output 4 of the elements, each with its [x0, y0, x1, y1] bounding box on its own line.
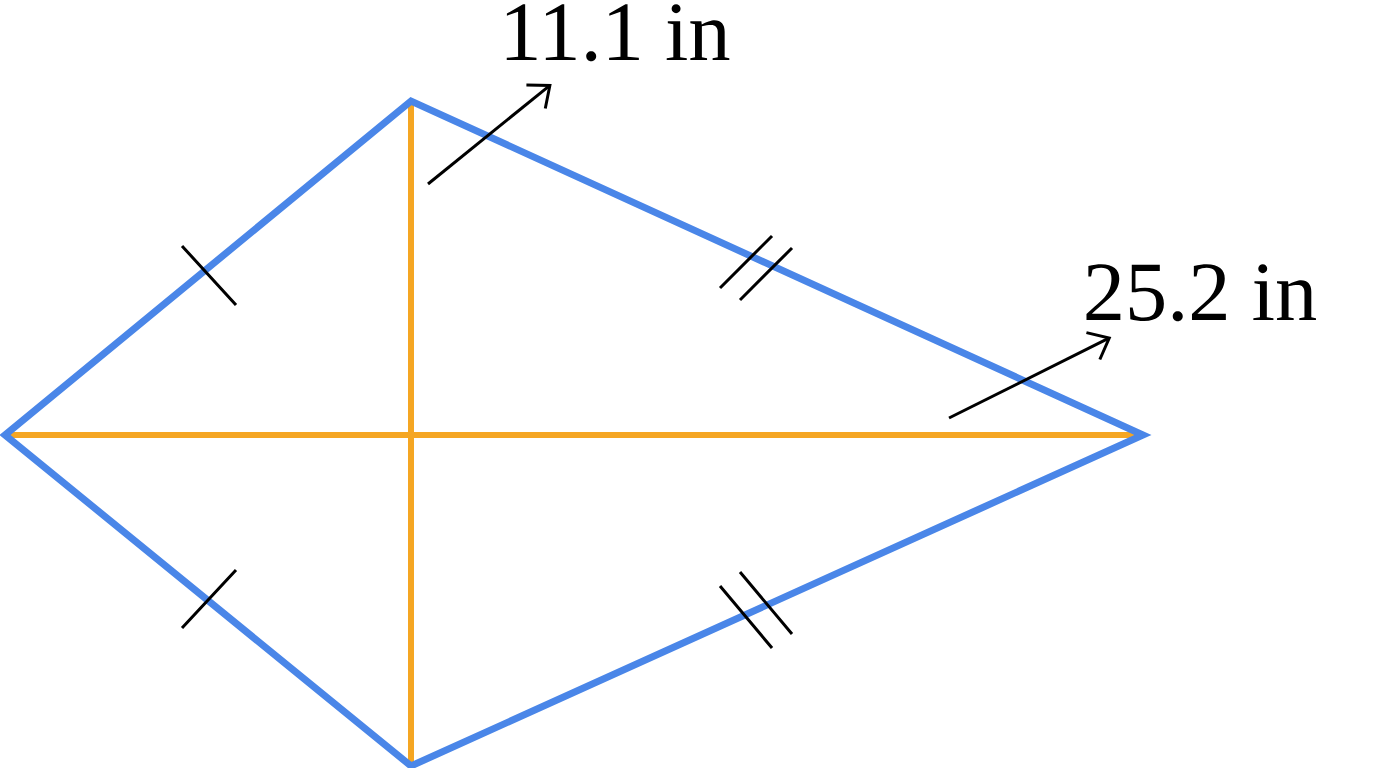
- measurement-label: 11.1 in: [506, 4, 730, 62]
- measurement-label: 25.2 in: [1086, 264, 1316, 322]
- leader-arrow: [427, 83, 552, 186]
- leader-arrow: [948, 331, 1112, 420]
